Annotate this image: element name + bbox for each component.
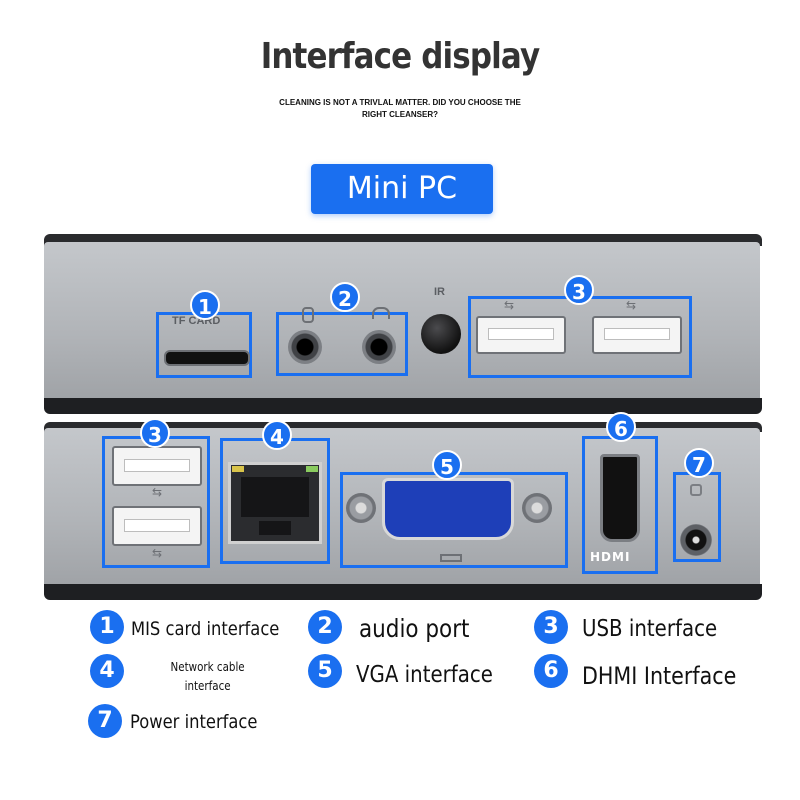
ir-receiver <box>421 314 461 354</box>
ethernet-port <box>228 462 322 544</box>
legend-text-6: DHMI Interface <box>582 662 737 690</box>
legend-num-2: 2 <box>308 610 342 644</box>
rear-panel-bottom-rim <box>44 584 762 600</box>
badge-7: 7 <box>684 448 714 478</box>
vga-screw-right <box>522 493 552 523</box>
badge-3-top: 3 <box>564 275 594 305</box>
vga-screw-left <box>346 493 376 523</box>
usb-port-front-1 <box>476 316 566 354</box>
hdmi-port <box>600 454 640 542</box>
legend-text-5: VGA interface <box>356 662 493 688</box>
usb-icon: ⇆ <box>504 298 515 312</box>
usb-port-rear-2 <box>112 506 202 546</box>
legend-text-3: USB interface <box>582 616 718 642</box>
legend-num-1: 1 <box>90 610 124 644</box>
badge-1: 1 <box>190 290 220 320</box>
headphone-jack <box>362 330 396 364</box>
legend-num-3: 3 <box>534 610 568 644</box>
legend-num-6: 6 <box>534 654 568 688</box>
vga-port <box>382 478 514 540</box>
tf-card-slot <box>164 350 250 366</box>
page-subtitle: CLEANING IS NOT A TRIVLAL MATTER. DID YO… <box>279 98 521 119</box>
badge-2: 2 <box>330 282 360 312</box>
ethernet-led-right <box>306 466 318 472</box>
rear-panel-top-rim <box>44 422 762 432</box>
vga-icon <box>440 554 462 562</box>
mic-icon <box>302 307 314 323</box>
legend-text-4: Network cable interface <box>170 660 245 693</box>
badge-5: 5 <box>432 450 462 480</box>
mic-jack <box>288 330 322 364</box>
power-icon <box>690 484 702 496</box>
badge-6: 6 <box>606 412 636 442</box>
legend-text-1: MIS card interface <box>131 618 280 640</box>
ir-label: IR <box>434 286 445 298</box>
hdmi-label: HDMI <box>590 550 631 564</box>
page-title: Interface display <box>260 36 540 77</box>
usb-icon: ⇆ <box>626 298 637 312</box>
usb-icon: ⇆ <box>152 485 163 499</box>
legend-text-7: Power interface <box>130 711 258 733</box>
legend-num-7: 7 <box>88 704 122 738</box>
front-panel-bottom-rim <box>44 398 762 414</box>
usb-icon: ⇆ <box>152 546 163 560</box>
usb-port-front-2 <box>592 316 682 354</box>
ethernet-led-left <box>232 466 244 472</box>
badge-4: 4 <box>262 420 292 450</box>
headphone-icon <box>372 307 390 319</box>
legend-num-5: 5 <box>308 654 342 688</box>
legend-num-4: 4 <box>90 654 124 688</box>
power-jack <box>680 524 712 556</box>
mini-pc-tag: Mini PC <box>311 164 493 214</box>
usb-port-rear-1 <box>112 446 202 486</box>
badge-3-rear: 3 <box>140 418 170 448</box>
legend-text-2: audio port <box>359 614 470 643</box>
audio-port-highlight <box>276 312 408 376</box>
